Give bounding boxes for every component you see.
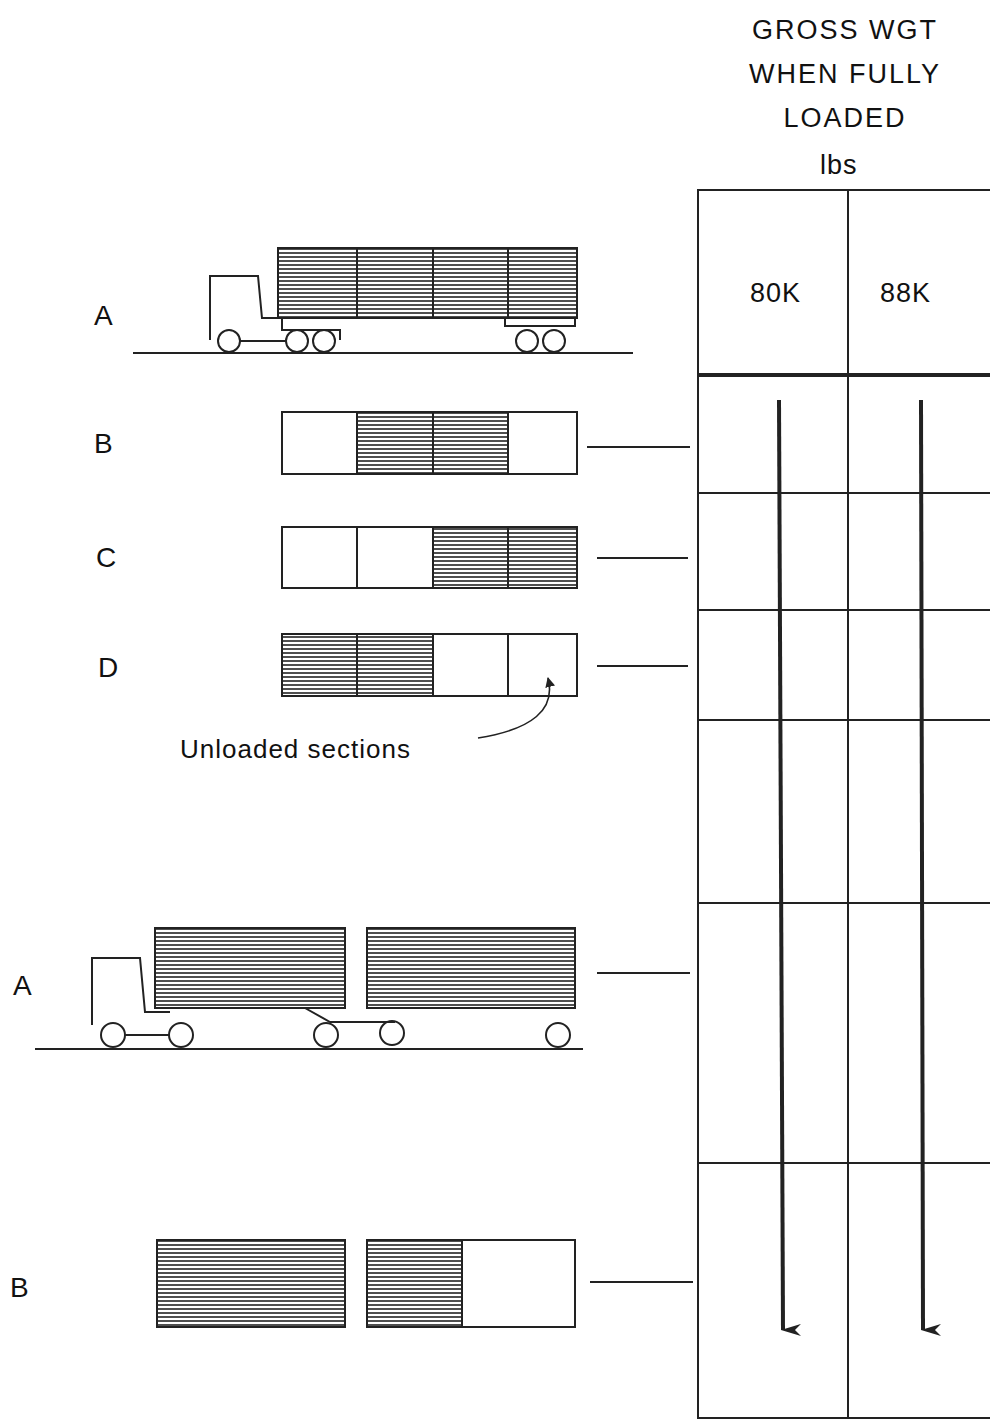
unit-label: lbs bbox=[820, 150, 858, 181]
table-cell: 88K bbox=[880, 278, 931, 309]
down-arrow bbox=[779, 400, 783, 1330]
callout-label: Unloaded sections bbox=[180, 735, 411, 765]
row-letter: B bbox=[10, 1272, 30, 1304]
trailer-plan bbox=[282, 412, 577, 474]
trailer-plan bbox=[282, 634, 577, 696]
trailer-plan bbox=[157, 1240, 345, 1327]
double-trailer-truck bbox=[35, 928, 583, 1049]
table-rule bbox=[698, 373, 990, 377]
trailer-plan bbox=[282, 527, 577, 588]
row-letter: A bbox=[13, 970, 33, 1002]
row-letter: D bbox=[98, 652, 119, 684]
column-header: GROSS WGT WHEN FULLY LOADED bbox=[705, 8, 985, 140]
table-frame bbox=[698, 190, 990, 1418]
leader-line bbox=[478, 678, 550, 738]
tractor-semitrailer bbox=[133, 248, 633, 353]
table-cell: 80K bbox=[750, 278, 801, 309]
row-letter: A bbox=[94, 300, 114, 332]
row-letter: C bbox=[96, 542, 117, 574]
trailer-plan bbox=[367, 1240, 575, 1327]
row-letter: B bbox=[94, 428, 114, 460]
down-arrow bbox=[921, 400, 923, 1330]
